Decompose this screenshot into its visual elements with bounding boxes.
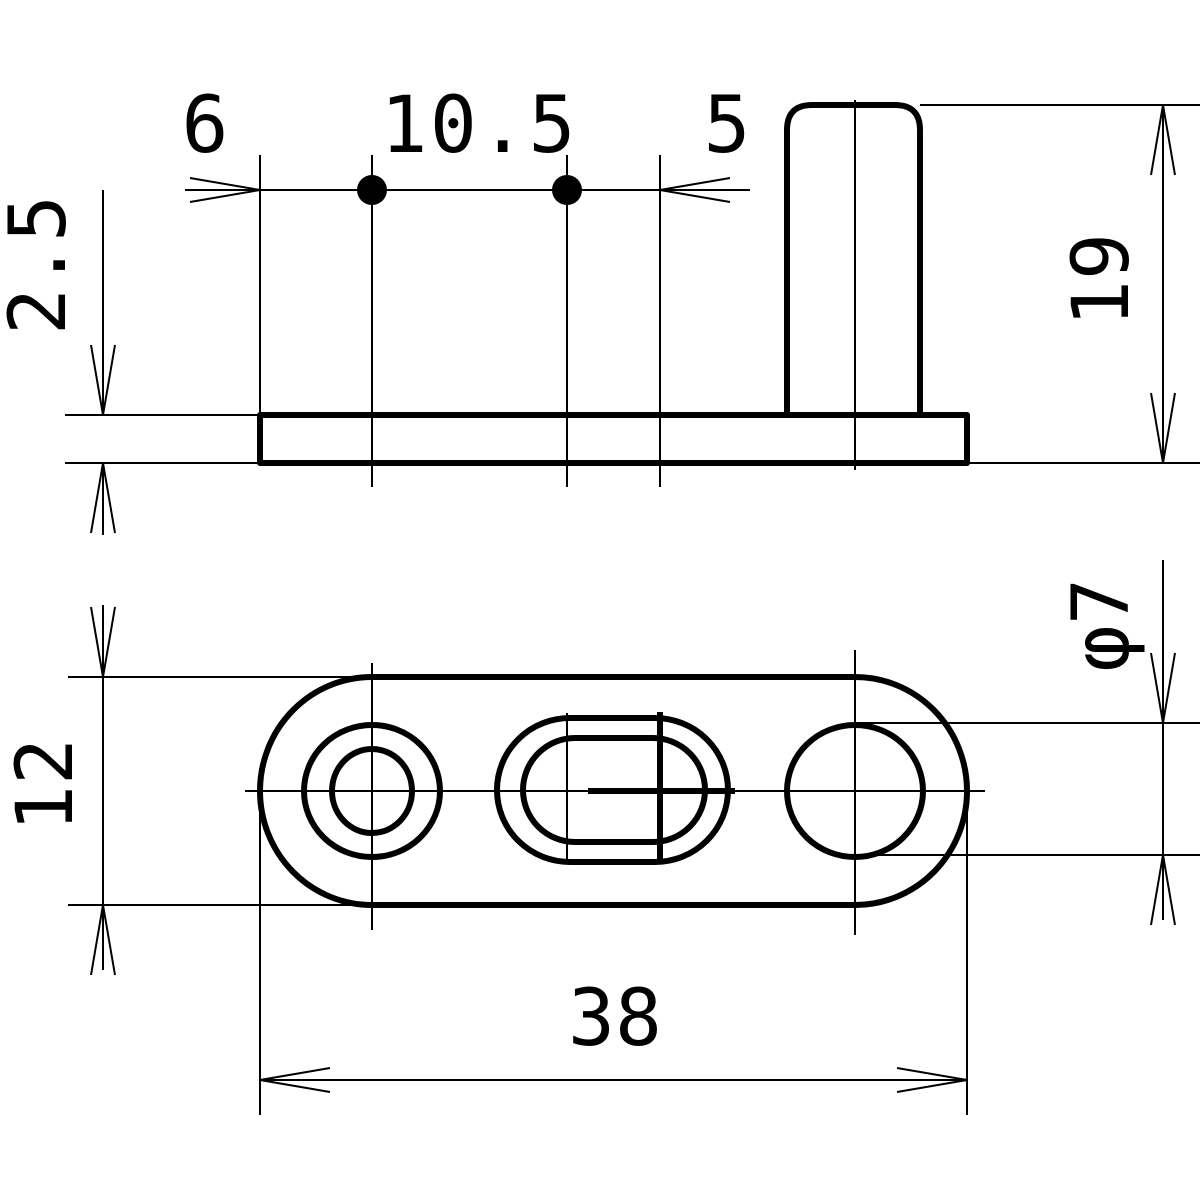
dim-plate-thickness: 2.5 [0,195,84,335]
extension-lines [65,100,1200,487]
slot-inner [520,735,708,845]
pin-side [784,102,923,415]
dim-pin-diameter: φ7 [1057,578,1147,672]
height-dimension [1150,104,1176,464]
diameter-dimension [1150,560,1176,926]
dim-width: 12 [1,738,91,832]
side-view: 6 10.5 5 2.5 19 [0,81,1200,535]
dim-hole-spacing: 10.5 [381,81,576,171]
center-lines [245,650,985,935]
hole-center-marker [552,175,582,205]
width-dimension [90,605,116,976]
hole-center-marker [357,175,387,205]
dim-total-height: 19 [1057,233,1147,327]
top-view: 12 φ7 38 [1,560,1200,1115]
length-dimension [259,1067,968,1093]
base-plate-side [257,412,970,466]
slot-outer [494,715,731,865]
horizontal-dimension-line [185,175,750,205]
dim-right-offset: 5 [704,81,751,171]
dim-length: 38 [568,974,662,1064]
dim-left-offset: 6 [182,81,229,171]
extension-lines [68,676,1200,1115]
thickness-dimension [90,190,116,535]
